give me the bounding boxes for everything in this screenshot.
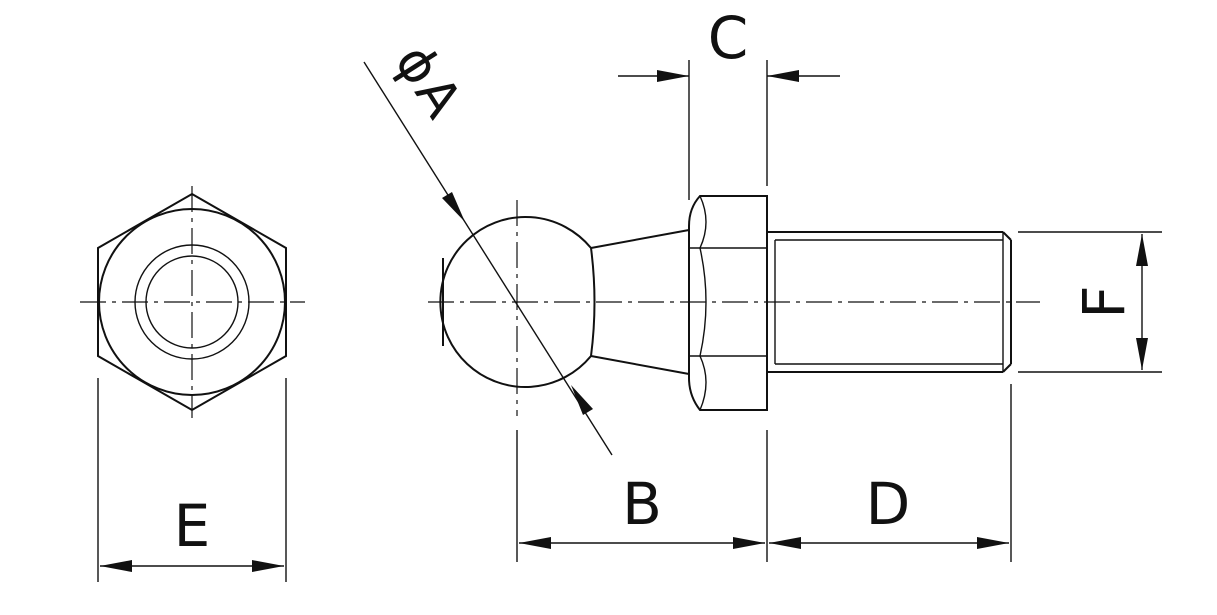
c-arrow-left — [657, 70, 689, 82]
a-arrow-upper — [442, 192, 465, 222]
f-label: F — [1070, 285, 1138, 318]
e-arrow-right — [252, 560, 284, 572]
thread-chamfer-top — [1002, 231, 1012, 241]
e-label: E — [174, 492, 211, 560]
dimension-c: C — [618, 4, 840, 200]
dimension-d: D — [769, 384, 1012, 562]
f-arrow-bottom — [1136, 338, 1148, 370]
d-arrow-left — [769, 537, 801, 549]
a-arrow-lower — [571, 385, 593, 415]
b-arrow-right — [733, 537, 765, 549]
b-label: B — [622, 470, 662, 538]
side-view — [428, 195, 1040, 416]
b-arrow-left — [519, 537, 551, 549]
hex-body-outline — [688, 195, 768, 411]
neck-lower-edge — [590, 355, 690, 375]
thread-chamfer-bottom — [1002, 363, 1012, 373]
c-arrow-right — [767, 70, 799, 82]
hex-chamfer-bottom — [699, 355, 707, 411]
c-label: C — [708, 4, 749, 72]
neck-start-arc — [590, 247, 596, 357]
dimension-b: B — [516, 430, 768, 562]
d-label: D — [866, 470, 911, 538]
d-arrow-right — [977, 537, 1009, 549]
f-arrow-top — [1136, 234, 1148, 266]
e-arrow-left — [100, 560, 132, 572]
neck-upper-edge — [590, 229, 690, 249]
hex-chamfer-top — [699, 195, 707, 249]
a-dimension-line — [363, 61, 613, 456]
end-view: E — [80, 186, 305, 582]
dimension-phi-a: ϕ A — [363, 35, 613, 456]
dimension-f: F — [1018, 231, 1162, 373]
